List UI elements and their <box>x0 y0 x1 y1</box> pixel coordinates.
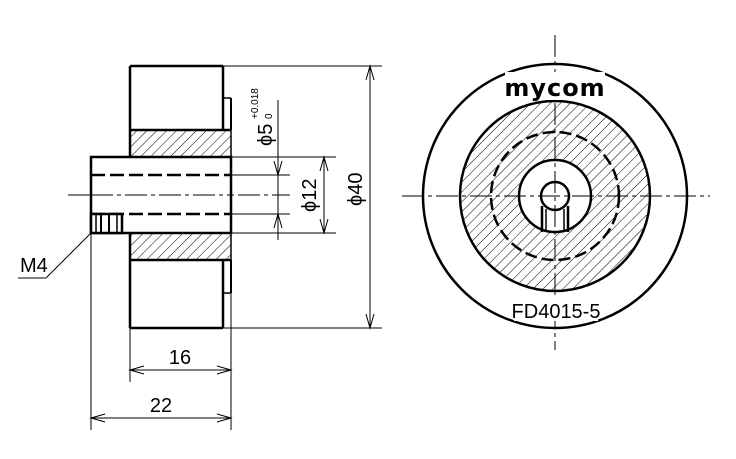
dim-phi5-label: ϕ5 <box>255 124 277 146</box>
dim-22-label: 22 <box>150 395 172 417</box>
front-set-screw <box>540 206 570 232</box>
logo-bg <box>505 72 605 100</box>
dim-phi40 <box>223 64 382 330</box>
dim-phi5-tol-lower: 0 <box>264 113 275 119</box>
front-view: mycom FD4015-5 <box>402 35 710 350</box>
dim-16 <box>128 293 233 430</box>
lower-hatch-section <box>129 232 232 261</box>
hub <box>89 155 233 235</box>
dim-phi40-label: ϕ40 <box>345 173 367 206</box>
part-number: FD4015-5 <box>512 301 601 323</box>
side-view: ϕ40 ϕ12 ϕ5 +0.018 0 <box>18 64 382 430</box>
dim-phi5-tol-upper: +0.018 <box>250 88 261 119</box>
dim-22 <box>89 233 233 430</box>
set-screw <box>89 212 124 235</box>
m4-label: M4 <box>20 255 48 277</box>
dim-phi5 <box>231 100 290 240</box>
part-number-bg <box>514 299 598 321</box>
m4-leader <box>18 232 92 279</box>
dim-16-label: 16 <box>169 347 191 369</box>
dim-phi5-label-group: ϕ5 +0.018 0 <box>250 88 277 146</box>
upper-hatch-section <box>129 129 232 158</box>
mycom-logo: mycom <box>504 74 605 102</box>
dim-phi12 <box>231 155 336 235</box>
dim-phi12-label: ϕ12 <box>299 179 321 212</box>
